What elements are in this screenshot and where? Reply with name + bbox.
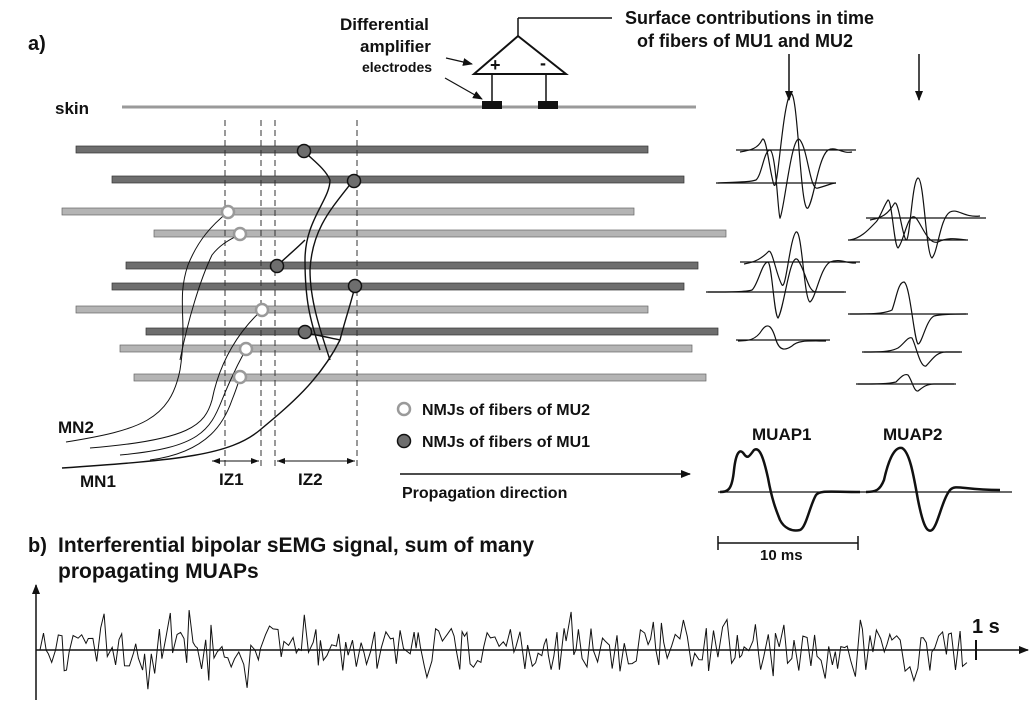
legend-mu2-icon (396, 401, 412, 417)
legend-mu1-icon (396, 433, 412, 449)
fiber-mu1 (145, 327, 719, 336)
fiber-mu2 (75, 305, 649, 314)
amplifier-label-line1: Differential (340, 15, 429, 34)
panel-a-label: a) (28, 33, 46, 55)
fiber-mu2 (153, 229, 727, 238)
amplifier-label-line2: amplifier (360, 37, 431, 56)
surface-title-line2: of fibers of MU1 and MU2 (637, 31, 853, 51)
nmj-mu1 (296, 143, 312, 159)
skin-label: skin (55, 99, 89, 118)
motor-neuron-mn2 (65, 211, 263, 461)
amplifier-minus-sign: - (540, 53, 546, 73)
electrodes-pointer (444, 77, 483, 100)
panel-b-title-line2: propagating MUAPs (58, 560, 259, 583)
iz1-label: IZ1 (219, 470, 244, 489)
muscle-fibers (61, 145, 727, 382)
fiber-mu2 (133, 373, 707, 382)
muap-waveforms (718, 446, 1012, 532)
fiber-mu1 (111, 282, 685, 291)
differential-amplifier: + - (471, 17, 612, 102)
semg-signal-trace (39, 610, 968, 690)
nmj-mu2 (238, 341, 254, 357)
nmj-mu1-group (269, 143, 363, 340)
time-label: 1 s (972, 616, 1000, 638)
mu1-surface-waveforms (706, 93, 860, 350)
motor-neuron-mn1 (61, 150, 356, 469)
nmj-mu1 (269, 258, 285, 274)
mn2-label: MN2 (58, 418, 94, 437)
iz2-label: IZ2 (298, 470, 323, 489)
electrode-minus (538, 101, 558, 109)
legend-mu2-label: NMJs of fibers of MU2 (422, 402, 590, 419)
scale-bar-label: 10 ms (760, 547, 803, 564)
mn1-label: MN1 (80, 472, 116, 491)
electrodes-label: electrodes (362, 59, 432, 75)
fiber-mu1 (75, 145, 649, 154)
electrode-plus (482, 101, 502, 109)
muap1-label: MUAP1 (752, 425, 812, 444)
nmj-mu2-group (220, 204, 270, 385)
fiber-mu1 (111, 175, 685, 184)
mu2-surface-waveforms (848, 177, 986, 392)
fiber-mu2 (61, 207, 635, 216)
nmj-mu2 (220, 204, 236, 220)
nmj-mu1 (346, 173, 362, 189)
nmj-mu2 (232, 226, 248, 242)
nmj-mu1 (347, 278, 363, 294)
panel-b-title-line1: Interferential bipolar sEMG signal, sum … (58, 534, 534, 557)
surface-title-line1: Surface contributions in time (625, 8, 874, 28)
propagation-label: Propagation direction (402, 485, 567, 502)
muap2-label: MUAP2 (883, 425, 943, 444)
legend-mu1-label: NMJs of fibers of MU1 (422, 434, 590, 451)
amplifier-pointer (445, 57, 473, 66)
innervation-zone-lines (224, 120, 358, 470)
nmj-mu1 (297, 324, 313, 340)
nmj-mu2 (232, 369, 248, 385)
fiber-mu2 (119, 344, 693, 353)
fiber-mu1 (125, 261, 699, 270)
amplifier-plus-sign: + (490, 55, 501, 75)
nmj-mu2 (254, 302, 270, 318)
panel-b-label: b) (28, 535, 47, 557)
